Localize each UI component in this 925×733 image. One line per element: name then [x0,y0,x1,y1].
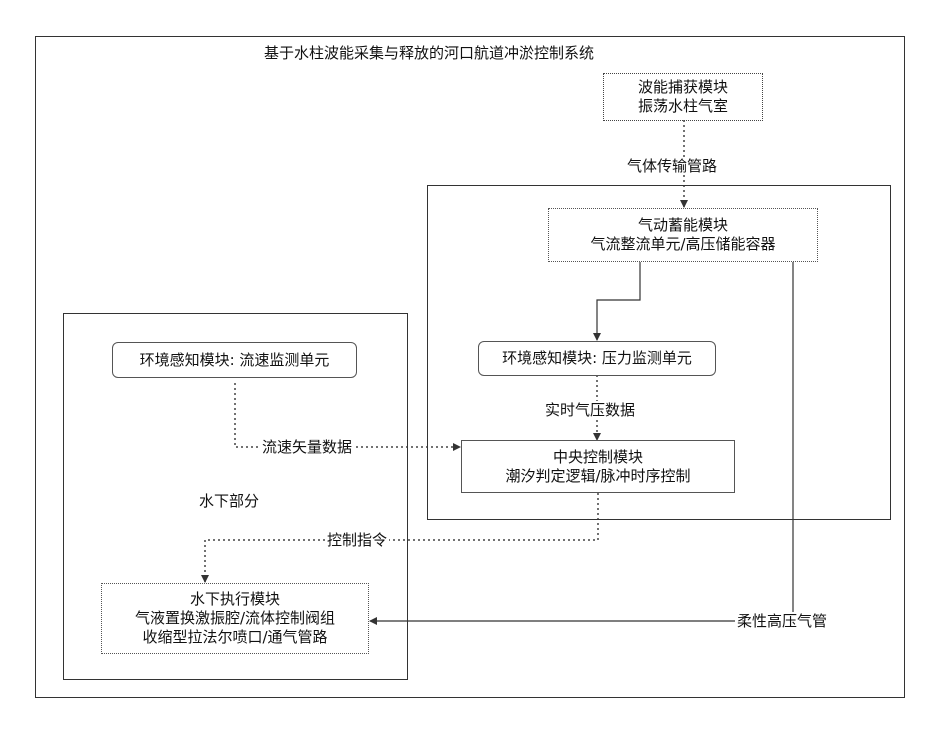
wave-capture-title: 波能捕获模块 [638,78,728,97]
control-command-label: 控制指令 [325,531,389,549]
pneumatic-storage-subtitle: 气流整流单元/高压储能容器 [590,235,775,254]
system-title: 基于水柱波能采集与释放的河口航道冲淤控制系统 [262,44,596,62]
wave-capture-subtitle: 振荡水柱气室 [638,97,728,116]
wave-capture-module: 波能捕获模块 振荡水柱气室 [603,73,763,121]
pressure-monitor-module: 环境感知模块: 压力监测单元 [478,341,716,376]
underwater-exec-title: 水下执行模块 [190,590,280,609]
flow-monitor-title: 环境感知模块: 流速监测单元 [140,351,330,370]
pressure-monitor-title: 环境感知模块: 压力监测单元 [502,349,692,368]
underwater-region-label: 水下部分 [197,492,261,510]
flexible-pipe-label: 柔性高压气管 [735,612,829,630]
underwater-exec-line3: 收缩型拉法尔喷口/通气管路 [142,628,327,647]
pneumatic-storage-module: 气动蓄能模块 气流整流单元/高压储能容器 [548,208,818,262]
central-control-title: 中央控制模块 [553,448,643,467]
underwater-exec-module: 水下执行模块 气液置换激振腔/流体控制阀组 收缩型拉法尔喷口/通气管路 [101,583,369,654]
central-control-module: 中央控制模块 潮汐判定逻辑/脉冲时序控制 [461,440,735,493]
flow-monitor-module: 环境感知模块: 流速监测单元 [112,342,357,378]
pneumatic-storage-title: 气动蓄能模块 [638,216,728,235]
central-control-subtitle: 潮汐判定逻辑/脉冲时序控制 [505,467,690,486]
gas-pipeline-label: 气体传输管路 [625,157,719,175]
underwater-exec-line2: 气液置换激振腔/流体控制阀组 [135,609,335,628]
realtime-pressure-label: 实时气压数据 [543,401,637,419]
flow-vector-label: 流速矢量数据 [260,438,354,456]
